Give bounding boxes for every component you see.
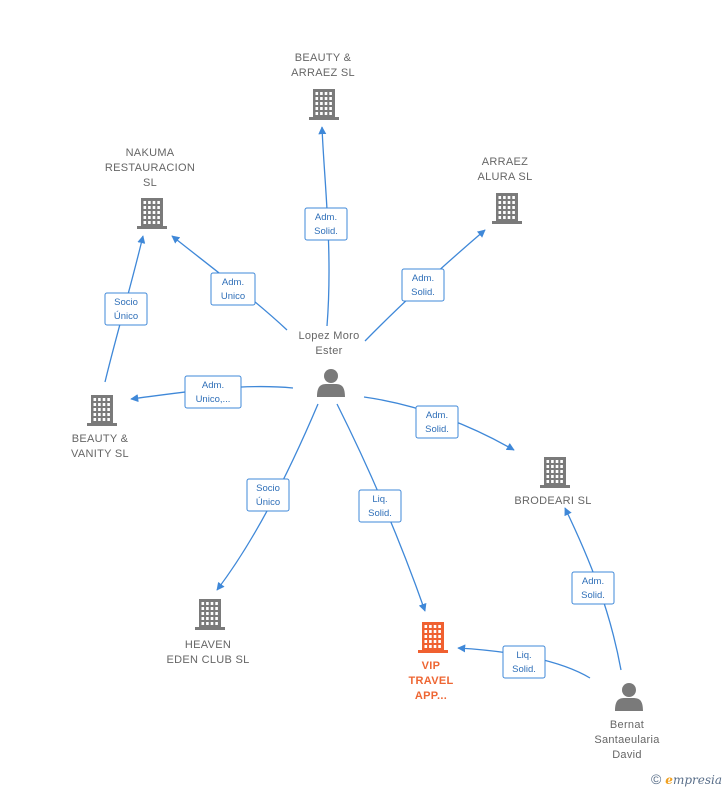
brand-logo-e: e <box>665 773 673 787</box>
node-label: TRAVEL <box>409 675 454 687</box>
brand-logo-text: mpresia <box>672 773 722 787</box>
node-label: Bernat <box>610 719 644 731</box>
node-heaven[interactable]: HEAVEN EDEN CLUB SL <box>166 599 249 666</box>
edge-lopez-vip: Liq. Solid. <box>336 403 427 612</box>
person-icon <box>317 369 345 397</box>
edge-label-text: Liq. <box>372 494 387 505</box>
node-label: BEAUTY & <box>72 433 129 445</box>
node-label: Santaeularia <box>594 734 660 746</box>
edge-lopez-beauty-vanity: Adm. Unico,... <box>130 375 294 409</box>
edge-label-box[interactable]: Adm. Unico,... <box>184 375 242 409</box>
edge-lopez-arraez-alura: Adm. Solid. <box>364 229 486 342</box>
node-brodeari[interactable]: BRODEARI SL <box>514 457 591 507</box>
edge-label-box[interactable]: Liq. Solid. <box>358 489 402 523</box>
node-nakuma[interactable]: NAKUMA RESTAURACION SL <box>105 147 195 229</box>
node-arraez-alura[interactable]: ARRAEZ ALURA SL <box>478 156 533 224</box>
building-icon <box>309 89 339 120</box>
edge-label-text: Solid. <box>425 424 449 435</box>
nodes-layer: BEAUTY & ARRAEZ SL NAKUMA RESTAURACION SL ARR… <box>71 52 660 761</box>
edge-label-text: Adm. <box>426 410 448 421</box>
node-label: BRODEARI SL <box>514 495 591 507</box>
node-label: APP... <box>415 690 447 702</box>
node-label: BEAUTY & <box>295 52 352 64</box>
edge-label-text: Único <box>114 311 138 322</box>
edge-label-text: Solid. <box>411 287 435 298</box>
edge-label-text: Solid. <box>368 508 392 519</box>
node-label: ARRAEZ SL <box>291 67 355 79</box>
edges-layer: Adm.Solid.Adm.UnicoAdm.Solid.SocioÚnicoA… <box>104 126 622 679</box>
building-icon <box>137 198 167 229</box>
node-label: Ester <box>315 345 342 357</box>
node-beauty-vanity[interactable]: BEAUTY & VANITY SL <box>71 395 129 460</box>
node-label: VIP <box>422 660 441 672</box>
edge-label-text: Único <box>256 497 280 508</box>
edge-lopez-nakuma: Adm. Unico <box>171 235 288 331</box>
edge-lopez-beauty-arraez: Adm. Solid. <box>304 126 348 327</box>
edge-label-text: Unico <box>221 291 245 302</box>
edge-label-text: Socio <box>114 297 138 308</box>
footer-brand: ©empresia <box>651 771 722 787</box>
node-label: HEAVEN <box>185 639 231 651</box>
building-icon <box>540 457 570 488</box>
edge-label-text: Solid. <box>314 226 338 237</box>
building-icon <box>492 193 522 224</box>
edge-label-text: Socio <box>256 483 280 494</box>
edge-label-box[interactable]: Adm. Solid. <box>571 571 615 605</box>
building-icon <box>195 599 225 630</box>
edge-label-text: Liq. <box>516 650 531 661</box>
edge-label-box[interactable]: Liq. Solid. <box>502 645 546 679</box>
edge-label-text: Adm. <box>202 380 224 391</box>
building-icon <box>418 622 448 653</box>
node-label: SL <box>143 177 157 189</box>
edge-label-box[interactable]: Adm. Unico <box>210 272 256 306</box>
edge-label-box[interactable]: Adm. Solid. <box>415 405 459 439</box>
edge-lopez-brodeari: Adm. Solid. <box>363 396 515 451</box>
node-vip[interactable]: VIP TRAVEL APP... <box>409 622 454 702</box>
edge-label-text: Adm. <box>315 212 337 223</box>
node-beauty-arraez[interactable]: BEAUTY & ARRAEZ SL <box>291 52 355 120</box>
edge-label-text: Solid. <box>512 664 536 675</box>
edge-label-text: Adm. <box>582 576 604 587</box>
node-label: NAKUMA <box>126 147 175 159</box>
person-icon <box>615 683 643 711</box>
edge-label-box[interactable]: Adm. Solid. <box>304 207 348 241</box>
node-label: ALURA SL <box>478 171 533 183</box>
node-label: David <box>612 749 642 761</box>
edge-label-text: Adm. <box>412 273 434 284</box>
edge-bernat-vip: Liq. Solid. <box>457 644 591 679</box>
edge-label-text: Solid. <box>581 590 605 601</box>
building-icon <box>87 395 117 426</box>
edge-label-box[interactable]: Adm. Solid. <box>401 268 445 302</box>
copyright-symbol: © <box>650 771 662 787</box>
edge-label-text: Unico,... <box>196 394 231 405</box>
node-label: ARRAEZ <box>482 156 528 168</box>
edge-label-text: Adm. <box>222 277 244 288</box>
node-label: Lopez Moro <box>298 330 359 342</box>
node-label: EDEN CLUB SL <box>166 654 249 666</box>
node-label: RESTAURACION <box>105 162 195 174</box>
node-label: VANITY SL <box>71 448 129 460</box>
edge-bernat-brodeari: Adm. Solid. <box>564 507 622 671</box>
